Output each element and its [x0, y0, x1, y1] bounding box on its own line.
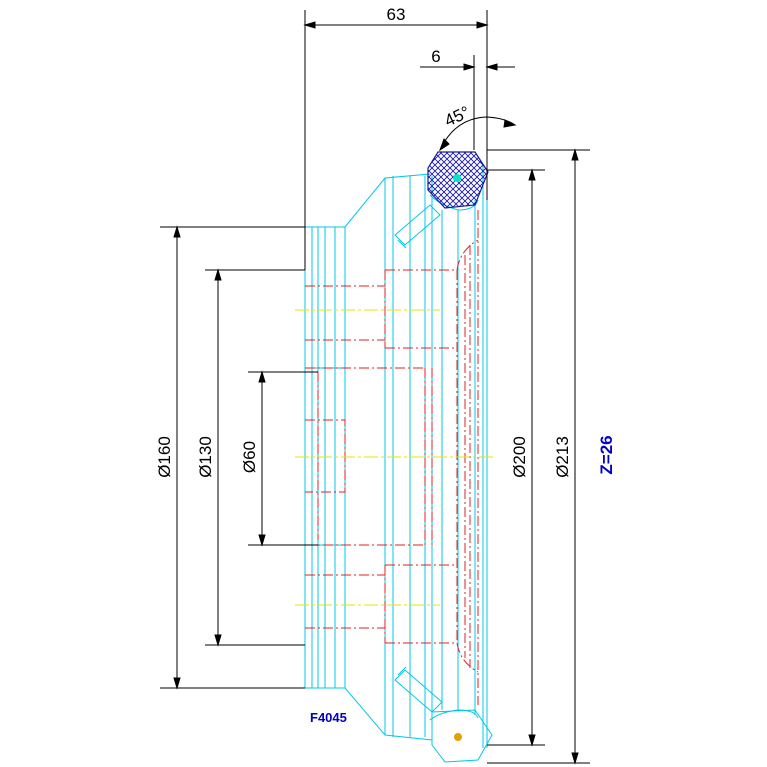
dim-dia-213: Ø213	[553, 436, 572, 478]
center-lines	[295, 309, 495, 606]
dim-dia-130: Ø130	[196, 436, 215, 478]
tooth-section	[427, 151, 489, 209]
part-code-label: F4045	[310, 710, 347, 725]
lower-tooth	[431, 709, 493, 763]
lower-bolt	[394, 666, 443, 713]
upper-bolt	[394, 204, 441, 249]
dimension-lines	[160, 10, 590, 765]
dim-dia-200: Ø200	[510, 436, 529, 478]
dim-45-deg: 45°	[442, 102, 473, 130]
dim-63: 63	[387, 5, 406, 24]
dim-6: 6	[431, 47, 440, 66]
dim-dia-60: Ø60	[240, 441, 259, 473]
dim-dia-160: Ø160	[155, 436, 174, 478]
teeth-count-label: Z=26	[597, 435, 616, 474]
